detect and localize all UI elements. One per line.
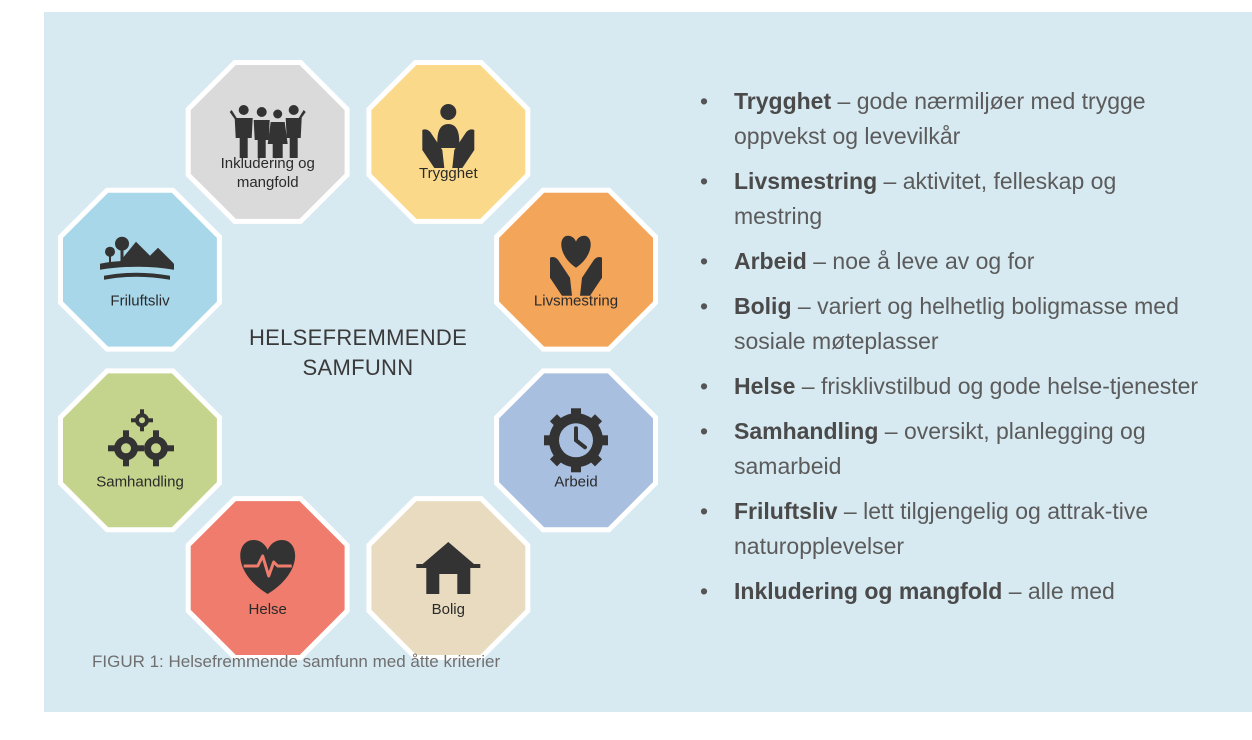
bullet-icon: • [700, 418, 709, 444]
criteria-term: Bolig [734, 293, 792, 319]
hands-heart-icon [550, 235, 602, 296]
center-title-line1: HELSEFREMMENDE [249, 325, 467, 350]
criteria-term: Helse [734, 373, 796, 399]
criteria-description: – alle med [1002, 578, 1115, 604]
criteria-item: • Samhandling – oversikt, planlegging og … [700, 414, 1200, 484]
criteria-item: • Trygghet – gode nærmiljøer med trygge o… [700, 84, 1200, 154]
segment-bolig: Bolig [366, 496, 531, 660]
criteria-description: – gode nærmiljøer med trygge oppvekst og… [734, 88, 1146, 149]
octagon-livsmestring [494, 187, 658, 352]
criteria-list: • Trygghet – gode nærmiljøer med trygge o… [700, 84, 1200, 619]
segment-label-inkludering-line1: Inkludering og [221, 155, 315, 172]
segment-inkludering: Inkludering og mangfold [185, 60, 350, 224]
criteria-item: • Arbeid – noe å leve av og for [700, 244, 1200, 279]
figure-caption: FIGUR 1: Helsefremmende samfunn med åtte… [92, 652, 501, 671]
segment-label-arbeid: Arbeid [554, 473, 597, 490]
segment-livsmestring: Livsmestring [494, 187, 658, 352]
criteria-item: • Friluftsliv – lett tilgjengelig og attr… [700, 494, 1200, 564]
criteria-description: – variert og helhetlig boligmasse med so… [734, 293, 1179, 354]
criteria-description: – oversikt, planlegging og samarbeid [734, 418, 1146, 479]
criteria-term: Inkludering og mangfold [734, 578, 1003, 604]
bullet-icon: • [700, 88, 709, 114]
criteria-item: • Inkludering og mangfold – alle med [700, 574, 1200, 609]
bullet-icon: • [700, 248, 709, 274]
bullet-icon: • [700, 293, 709, 319]
bullet-icon: • [700, 578, 709, 604]
heart-pulse-icon [240, 540, 296, 594]
criteria-term: Samhandling [734, 418, 879, 444]
segment-label-bolig: Bolig [432, 601, 465, 618]
house-icon [416, 542, 481, 594]
group-of-people-icon [229, 105, 306, 158]
bullet-icon: • [700, 168, 709, 194]
segment-arbeid: Arbeid [494, 368, 658, 533]
segment-label-friluftsliv: Friluftsliv [110, 293, 170, 310]
segment-label-livsmestring: Livsmestring [534, 293, 618, 310]
criteria-description: – lett tilgjengelig og attrak-tive natur… [734, 498, 1149, 559]
center-title-line2: SAMFUNN [303, 355, 414, 380]
segment-friluftsliv: Friluftsliv [58, 187, 222, 352]
protective-hands-person-icon [422, 104, 475, 168]
segment-label-samhandling: Samhandling [96, 473, 184, 490]
criteria-term: Friluftsliv [734, 498, 838, 524]
criteria-description: – frisklivstilbud og gode helse-tjeneste… [795, 373, 1199, 399]
segment-trygghet: Trygghet [366, 60, 531, 224]
segment-label-trygghet: Trygghet [419, 165, 478, 182]
criteria-description: – noe å leve av og for [806, 248, 1035, 274]
segment-label-helse: Helse [249, 601, 287, 618]
gears-icon [108, 409, 174, 467]
octagon-friluftsliv [58, 187, 222, 352]
criteria-term: Trygghet [734, 88, 832, 114]
criteria-item: • Bolig – variert og helhetlig boligmasse… [700, 289, 1200, 359]
criteria-item: • Livsmestring – aktivitet, felleskap og … [700, 164, 1200, 234]
criteria-description: – aktivitet, felleskap og mestring [734, 168, 1117, 229]
criteria-term: Arbeid [734, 248, 807, 274]
criteria-term: Livsmestring [734, 168, 878, 194]
bullet-icon: • [700, 498, 709, 524]
segment-helse: Helse [185, 496, 350, 660]
landscape-icon [100, 236, 174, 280]
bullet-icon: • [700, 373, 709, 399]
segment-label-inkludering-line2: mangfold [237, 174, 299, 191]
criteria-item: • Helse – frisklivstilbud og gode helse-t… [700, 369, 1200, 404]
octagon-inkludering [185, 60, 350, 224]
clock-gear-icon [544, 408, 608, 473]
segment-samhandling: Samhandling [58, 368, 222, 533]
